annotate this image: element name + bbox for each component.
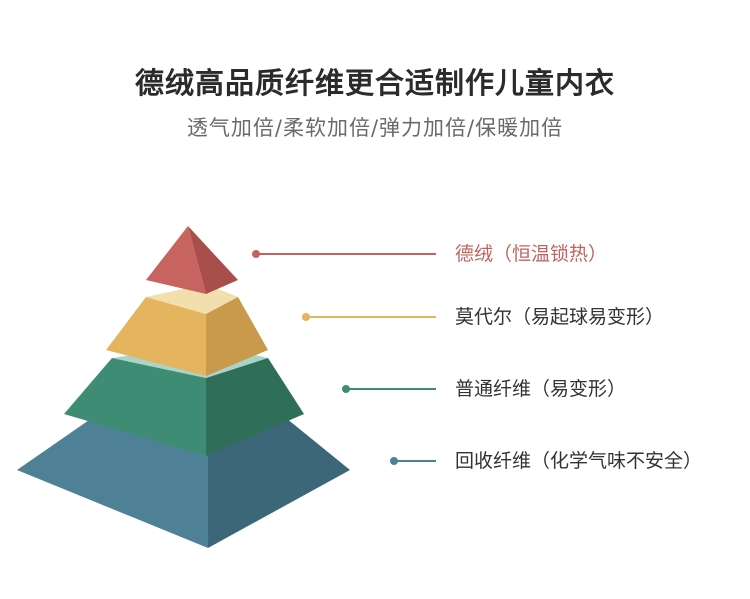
page-subtitle: 透气加倍/柔软加倍/弹力加倍/保暖加倍 xyxy=(186,116,564,140)
page-title: 德绒高品质纤维更合适制作儿童内衣 xyxy=(134,66,615,100)
connector-1-dot xyxy=(252,250,260,258)
tier-2 xyxy=(106,284,268,376)
connector-4-dot xyxy=(390,457,398,465)
tier-2-left-face xyxy=(106,297,206,376)
tier-2-top-face xyxy=(146,284,238,314)
connector-3-dot xyxy=(342,385,350,393)
connector-2 xyxy=(302,313,436,321)
tier-3-right-face xyxy=(206,358,304,456)
level-1-label: 德绒（恒温锁热） xyxy=(455,243,608,265)
level-4-label: 回收纤维（化学气味不安全） xyxy=(455,450,703,472)
tier-1-left-face xyxy=(146,226,206,294)
connector-3 xyxy=(342,385,436,393)
tier-1 xyxy=(146,226,238,294)
tier-3-left-face xyxy=(64,358,206,456)
level-2-label: 莫代尔（易起球易变形） xyxy=(455,306,665,328)
connector-4 xyxy=(390,457,436,465)
level-3-label: 普通纤维（易变形） xyxy=(455,378,627,400)
tier-1-right-face xyxy=(188,226,238,294)
tier-2-right-face xyxy=(206,297,268,376)
tier-4-left-face xyxy=(17,418,208,548)
tier-4-right-face xyxy=(208,418,350,548)
connector-1 xyxy=(252,250,436,258)
connector-2-dot xyxy=(302,313,310,321)
